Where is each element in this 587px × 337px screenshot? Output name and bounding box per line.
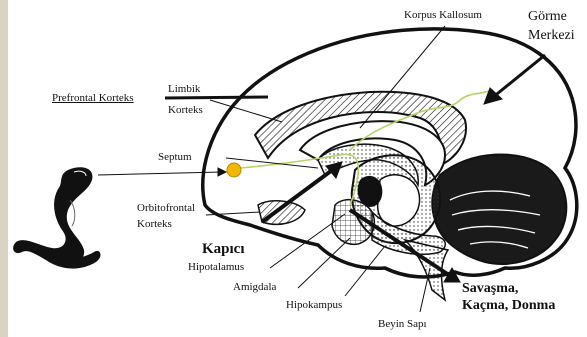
label-limbik: Limbik xyxy=(168,84,200,95)
side-bar xyxy=(0,0,8,337)
eye-icon xyxy=(227,163,241,177)
label-korpus-kallosum: Korpus Kallosum xyxy=(404,10,482,21)
label-orbitofrontal-korteks: Korteks xyxy=(137,219,172,230)
label-gorme: Görme xyxy=(528,10,567,24)
label-savasma: Savaşma, xyxy=(462,282,518,296)
label-beyin-sapi: Beyin Sapı xyxy=(378,319,427,330)
label-amigdala: Amigdala xyxy=(233,282,276,293)
label-kapici: Kapıcı xyxy=(202,242,245,257)
label-limbik-korteks: Korteks xyxy=(168,105,203,116)
label-hipotalamus: Hipotalamus xyxy=(188,262,244,273)
label-kacma-donma: Kaçma, Donma xyxy=(462,299,555,313)
label-hipokampus: Hipokampus xyxy=(286,300,342,311)
snake-icon xyxy=(13,167,100,268)
label-orbitofrontal: Orbitofrontal xyxy=(137,203,195,214)
label-prefrontal-korteks: Prefrontal Korteks xyxy=(52,93,134,104)
prefrontal-arrow xyxy=(165,97,268,98)
label-merkezi: Merkezi xyxy=(528,29,575,43)
label-septum: Septum xyxy=(158,152,192,163)
